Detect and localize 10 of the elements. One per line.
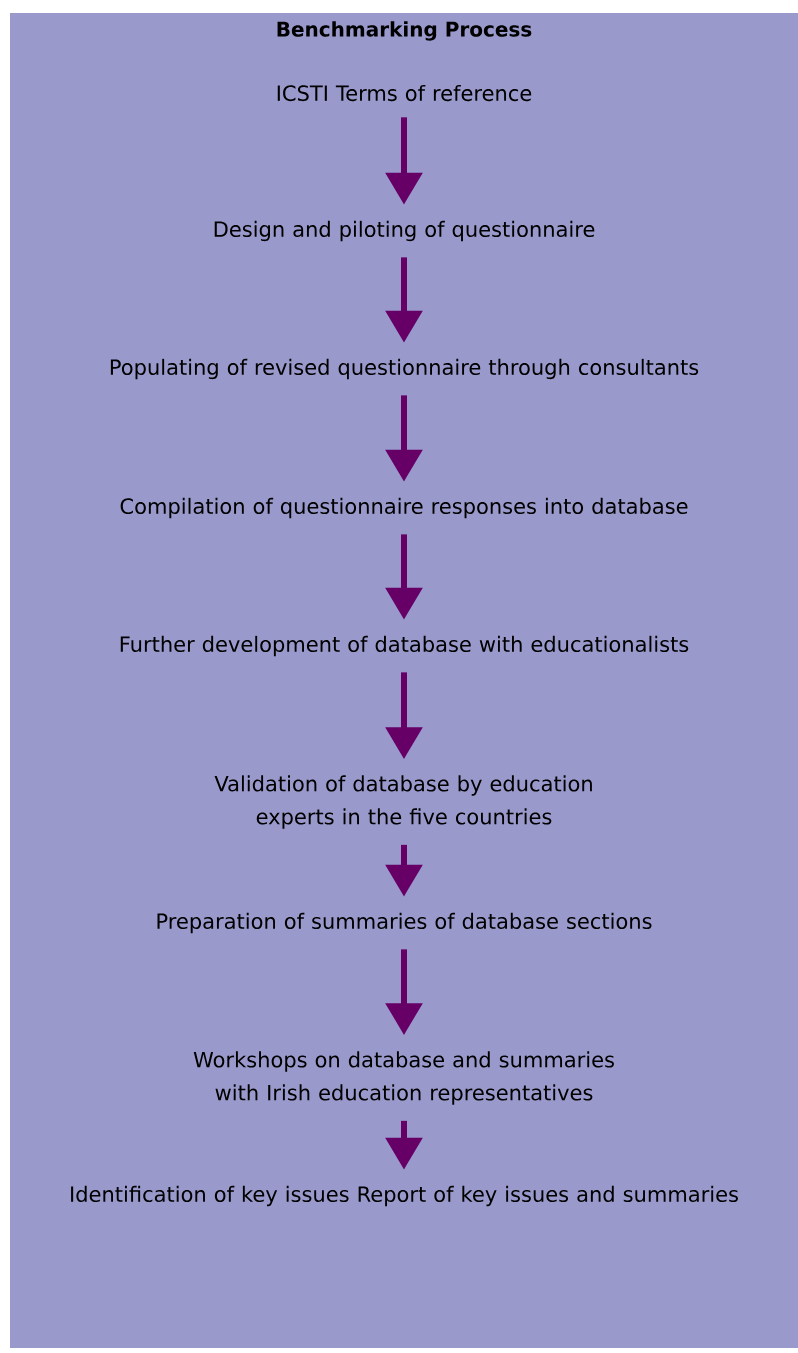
step-text: Workshops on database and summaries with Irish education representatives <box>193 1051 614 1105</box>
step-text: Further development of database with educationalists <box>120 635 689 657</box>
step-text: ICSTI Terms of reference <box>277 84 532 102</box>
step-text: Validation of database by education experts in the five countries <box>214 775 592 829</box>
step-text: Populating of revised questionnaire through consultants <box>110 358 699 380</box>
title: Benchmarking Process <box>277 21 532 41</box>
step-text: Compilation of questionnaire responses into database <box>120 497 688 519</box>
step-text: Preparation of summaries of database sections <box>157 912 652 934</box>
step-text: Design and piloting of questionnaire <box>214 220 595 242</box>
step-text: Identification of key issues Report of key issues and summaries <box>71 1185 738 1207</box>
